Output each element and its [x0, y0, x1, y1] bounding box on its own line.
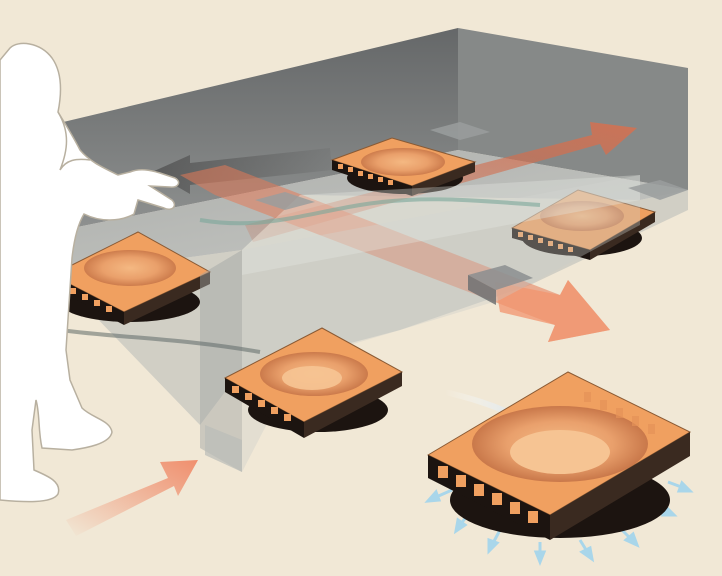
support-block — [255, 192, 315, 210]
air-bearing-pad-front — [223, 327, 404, 438]
air-bearing-pad-detail — [424, 371, 694, 567]
box-front-glass — [200, 122, 688, 472]
box-right-wall — [458, 28, 688, 190]
support-block — [468, 265, 533, 290]
air-jet-arrows — [424, 480, 694, 567]
support-block — [430, 122, 490, 140]
box-top-edge — [242, 175, 640, 275]
box-front-corner — [200, 250, 242, 472]
box-floor — [38, 150, 688, 275]
support-block — [628, 180, 688, 200]
box-front-face — [242, 175, 640, 472]
air-bearing-pad-back — [330, 137, 477, 196]
air-bearing-pad-left — [50, 231, 212, 325]
box-floor-front — [60, 190, 688, 425]
person-silhouette — [0, 42, 180, 503]
input-arrow — [66, 460, 198, 536]
air-bearing-pad-right — [510, 189, 657, 260]
air-hose — [59, 328, 261, 354]
air-hose — [199, 197, 541, 226]
